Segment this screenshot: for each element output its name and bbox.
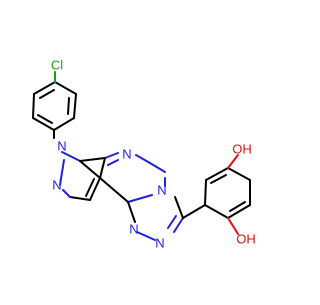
atom-label-n: N xyxy=(52,178,61,193)
bond xyxy=(99,177,129,203)
bond xyxy=(54,81,77,95)
chlorophenyl-ring xyxy=(32,81,77,131)
bond xyxy=(204,179,207,206)
atom-label-cl: Cl xyxy=(51,58,63,73)
bond xyxy=(135,154,151,164)
bond xyxy=(127,194,153,203)
bond-triazole-aryl xyxy=(182,204,206,219)
bond xyxy=(61,151,81,162)
bond-double-inner xyxy=(229,201,246,212)
atom-label-n: N xyxy=(129,222,138,237)
dihydroxyphenyl-ring xyxy=(204,167,251,219)
bond-double-inner xyxy=(39,89,55,99)
bond-double-inner xyxy=(167,215,177,229)
atom-label-n: N xyxy=(155,236,164,251)
bond xyxy=(99,157,106,179)
bond xyxy=(204,204,229,219)
bond xyxy=(79,157,106,162)
triazole-ring xyxy=(127,196,206,241)
molecule-diagram: Cl N N N N N N OH OH xyxy=(32,58,256,251)
bond-double-inner xyxy=(210,174,227,184)
bond xyxy=(104,152,119,159)
bond xyxy=(174,196,184,219)
bond xyxy=(62,189,71,198)
bond-double-inner xyxy=(67,97,70,115)
bond-double-inner xyxy=(85,178,95,197)
bond xyxy=(73,93,77,119)
bond-c-oh xyxy=(227,154,239,169)
pyrimidine-ring xyxy=(99,152,166,203)
bond xyxy=(227,204,251,219)
atom-label-oh: OH xyxy=(232,142,252,157)
bond-n-n xyxy=(59,159,65,186)
bond xyxy=(53,117,75,131)
atom-label-oh: OH xyxy=(236,232,256,247)
atom-label-n: N xyxy=(122,147,131,162)
atom-label-n: N xyxy=(157,183,166,198)
bond xyxy=(32,117,55,131)
bond xyxy=(69,196,91,201)
bond xyxy=(89,177,101,201)
bond xyxy=(149,162,166,173)
pyrazole-ring xyxy=(59,151,106,201)
structure-canvas: Cl N N N N N N OH OH xyxy=(32,58,256,251)
bond xyxy=(173,217,184,233)
bond xyxy=(79,160,101,179)
bond xyxy=(32,93,35,119)
bond-double-inner xyxy=(37,114,53,124)
bond xyxy=(127,201,136,223)
bond xyxy=(227,167,251,181)
bond-c-oh xyxy=(227,217,239,235)
atom-label-n: N xyxy=(57,139,66,154)
bond xyxy=(205,167,229,181)
bond-n-n xyxy=(136,231,156,241)
bond-double-inner xyxy=(107,159,119,166)
bond xyxy=(33,81,56,95)
